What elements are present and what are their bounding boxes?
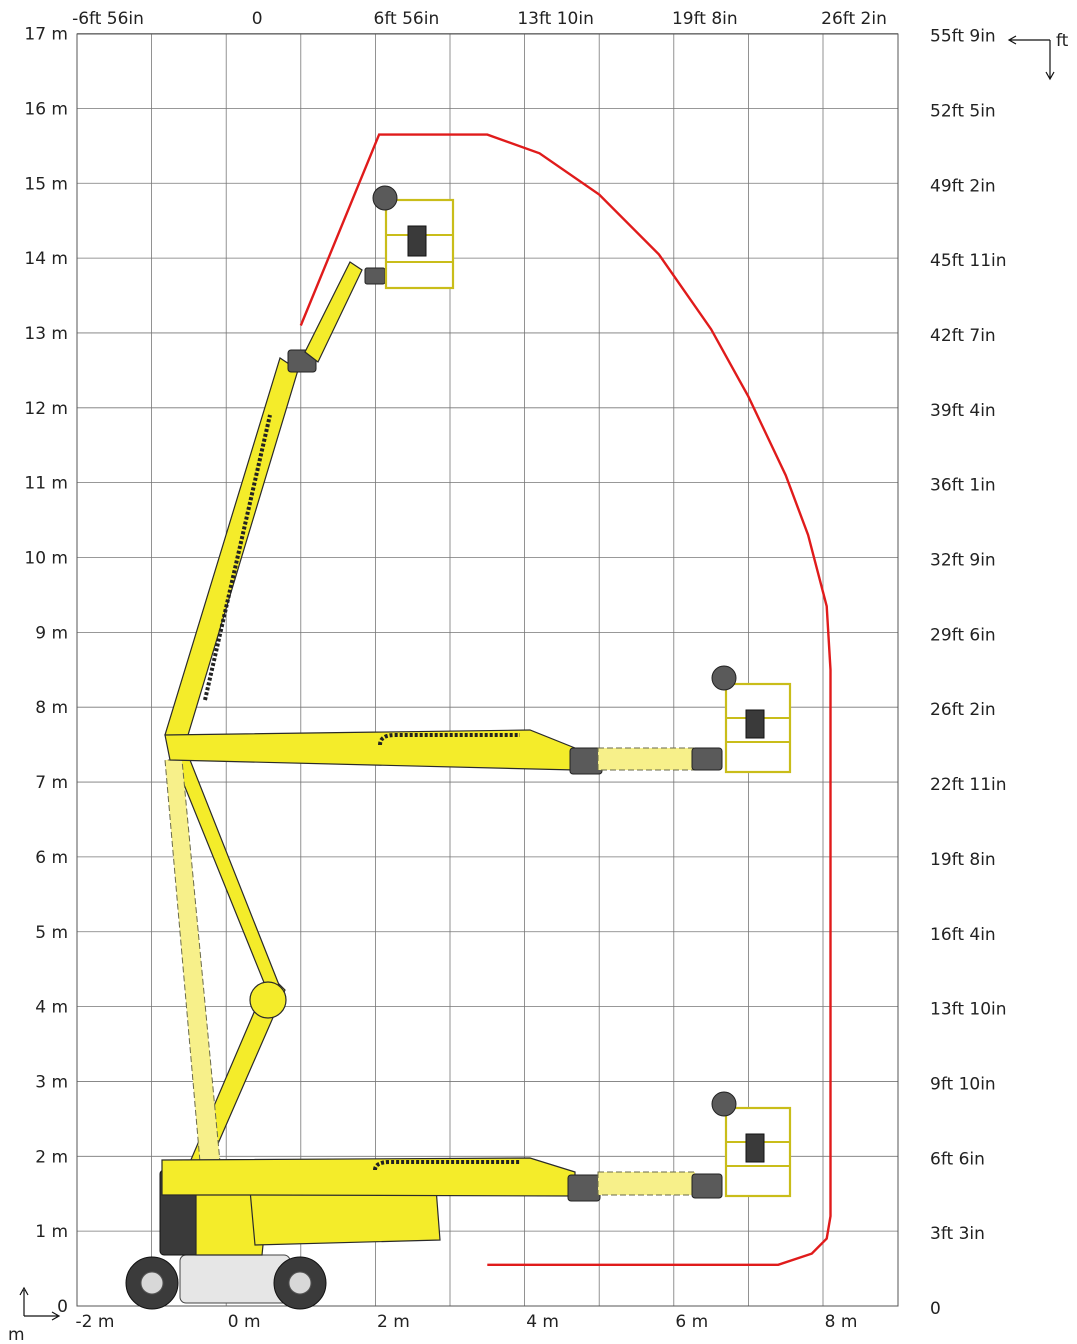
lift-control-box-mid: [745, 709, 765, 739]
lift-cable-chain-raised: [203, 414, 272, 701]
lift-rotator-raised: [364, 267, 386, 285]
y-tick-label-left: 10 m: [24, 549, 68, 569]
y-tick-label-right: 39ft 4in: [930, 401, 996, 421]
lift-knuckle-low: [567, 1174, 601, 1202]
lift-control-box-raised: [407, 225, 427, 257]
y-tick-label-left: 5 m: [35, 923, 68, 943]
y-tick-label-right: 9ft 10in: [930, 1074, 996, 1094]
lift-jib-base: [249, 1187, 441, 1246]
y-tick-label-left: 13 m: [24, 324, 68, 344]
lift-front-rim: [288, 1271, 312, 1295]
y-tick-label-right: 32ft 9in: [930, 551, 996, 571]
lift-platform-light-raised: [372, 185, 398, 211]
y-tick-label-right: 19ft 8in: [930, 850, 996, 870]
y-tick-label-left: 14 m: [24, 249, 68, 269]
x-tick-label-top: 6ft 56in: [374, 9, 440, 29]
y-tick-label-right: 0: [930, 1299, 941, 1319]
lift-platform-light-low: [711, 1091, 737, 1117]
x-tick-label-bottom: -2 m: [76, 1312, 115, 1332]
lift-cable-chain-mid: [378, 733, 520, 746]
y-tick-label-right: 16ft 4in: [930, 925, 996, 945]
y-tick-label-right: 36ft 1in: [930, 476, 996, 496]
x-tick-label-bottom: 4 m: [526, 1312, 559, 1332]
y-tick-label-right: 49ft 2in: [930, 176, 996, 196]
feet-arrow-left: [1007, 35, 1050, 45]
lift-jib-raised: [304, 261, 363, 363]
y-tick-label-left: 8 m: [35, 698, 68, 718]
y-tick-label-left: 1 m: [35, 1222, 68, 1242]
x-tick-label-bottom: 8 m: [825, 1312, 858, 1332]
lift-riser-joint: [249, 981, 287, 1019]
x-tick-label-bottom: 6 m: [675, 1312, 708, 1332]
x-tick-label-top: 26ft 2in: [821, 9, 887, 29]
y-tick-label-right: 26ft 2in: [930, 700, 996, 720]
y-tick-label-right: 45ft 11in: [930, 251, 1007, 271]
lift-control-box-low: [745, 1133, 765, 1163]
x-tick-label-bottom: 2 m: [377, 1312, 410, 1332]
y-tick-label-right: 22ft 11in: [930, 775, 1007, 795]
lift-platform-mid: [724, 682, 792, 774]
metre-axis-indicator: m: [8, 1286, 61, 1344]
plot-frame: [76, 33, 899, 1307]
lift-rear-rim: [140, 1271, 164, 1295]
x-tick-label-top: -6ft 56in: [72, 9, 144, 29]
x-tick-label-top: 19ft 8in: [672, 9, 738, 29]
x-tick-label-top: 0: [252, 9, 263, 29]
y-tick-label-right: 55ft 9in: [930, 27, 996, 47]
x-tick-label-bottom: 0 m: [228, 1312, 261, 1332]
working-envelope-line: [299, 133, 832, 1267]
lift-cable-chain-low: [373, 1160, 520, 1171]
y-tick-label-right: 13ft 10in: [930, 1000, 1007, 1020]
y-tick-label-left: 17 m: [24, 25, 68, 45]
metre-arrow-right: [24, 1311, 61, 1321]
metre-arrow-up: [19, 1286, 29, 1316]
lift-platform-light-mid: [711, 665, 737, 691]
lift-jib-mid: [597, 747, 696, 771]
y-tick-label-left: 2 m: [35, 1147, 68, 1167]
lift-chassis: [179, 1254, 291, 1304]
y-tick-label-left: 11 m: [24, 474, 68, 494]
lift-upper-boom-raised: [164, 357, 299, 746]
envelope-layer: [299, 133, 832, 1267]
y-tick-label-right: 42ft 7in: [930, 326, 996, 346]
y-tick-label-left: 0: [57, 1297, 68, 1317]
y-tick-label-left: 4 m: [35, 998, 68, 1018]
lift-knuckle-mid: [569, 747, 603, 775]
y-tick-label-left: 16 m: [24, 99, 68, 119]
y-tick-label-right: 52ft 5in: [930, 101, 996, 121]
lift-jib-low: [597, 1171, 696, 1196]
y-tick-label-left: 12 m: [24, 399, 68, 419]
lift-rotator-low: [691, 1173, 723, 1199]
feet-arrow-down: [1045, 40, 1055, 81]
x-tick-label-top: 13ft 10in: [517, 9, 594, 29]
y-tick-label-left: 6 m: [35, 848, 68, 868]
y-tick-label-right: 6ft 6in: [930, 1149, 985, 1169]
boom-lift-illustration: [125, 185, 792, 1310]
y-tick-label-right: 29ft 6in: [930, 625, 996, 645]
tick-labels: -2 m 0 m 2 m 4 m 6 m 8 m -6ft 56in 0 6ft 56in 13f…: [24, 9, 1006, 1332]
feet-unit-label: ft: [1056, 31, 1069, 51]
y-tick-label-left: 3 m: [35, 1072, 68, 1092]
feet-axis-indicator: ft: [1007, 31, 1069, 81]
y-tick-label-right: 3ft 3in: [930, 1224, 985, 1244]
y-tick-label-left: 9 m: [35, 623, 68, 643]
y-tick-label-left: 7 m: [35, 773, 68, 793]
y-tick-label-left: 15 m: [24, 174, 68, 194]
lift-rotator-mid: [691, 747, 723, 771]
metre-unit-label: m: [8, 1325, 25, 1344]
